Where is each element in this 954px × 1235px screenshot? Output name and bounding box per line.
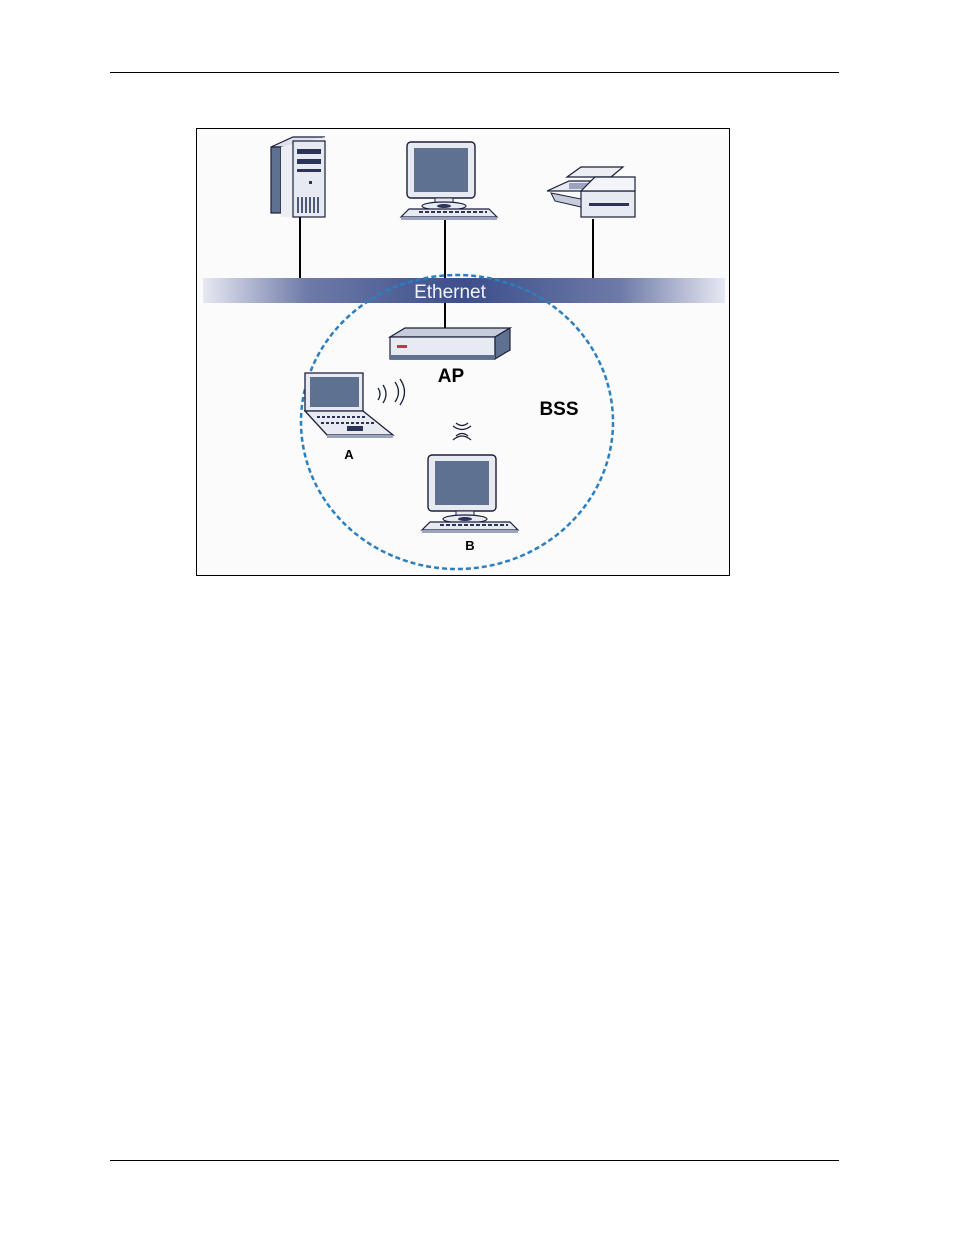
network-diagram: Ethernet xyxy=(196,128,730,576)
laptop-icon xyxy=(305,373,393,438)
footer-rule xyxy=(110,1160,839,1161)
ethernet-label: Ethernet xyxy=(414,282,487,303)
desktop-computer-icon xyxy=(422,455,518,533)
access-point-icon xyxy=(390,328,510,359)
bss-label: BSS xyxy=(539,399,578,420)
printer-icon xyxy=(547,167,635,217)
ap-label: AP xyxy=(438,366,465,387)
header-rule xyxy=(110,72,839,73)
server-icon xyxy=(271,137,325,217)
station-a-label: A xyxy=(344,447,354,462)
wireless-signal-icon xyxy=(378,379,405,405)
station-b-label: B xyxy=(465,538,474,553)
wireless-signal-icon xyxy=(453,423,471,440)
desktop-computer-icon xyxy=(401,142,497,220)
bss-diagram-svg: Ethernet xyxy=(197,129,730,576)
